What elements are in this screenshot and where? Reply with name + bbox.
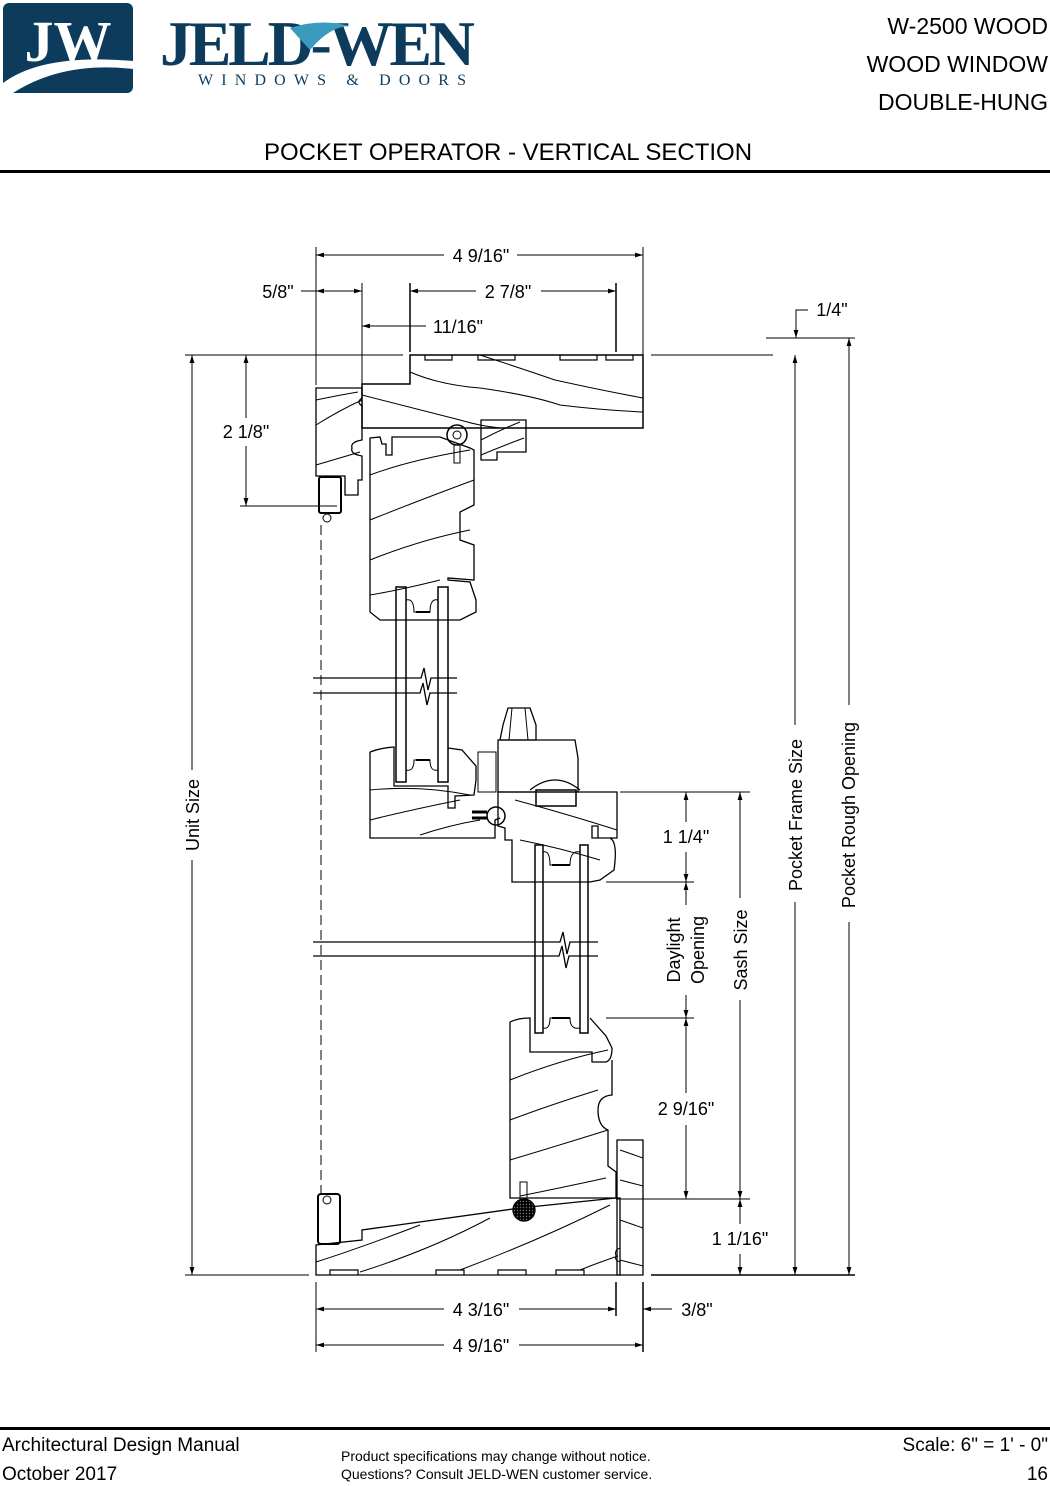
dim-head-height: 2 1/8" [223,422,269,442]
dimension-lines [189,252,852,1348]
upper-sash-top-rail [369,436,477,621]
dim-head-jamb-extension: 1/4" [816,300,847,320]
head-weatherstrip [318,476,342,523]
head-extension [480,419,527,461]
product-series: W-2500 WOOD [887,13,1048,39]
head-jamb [361,354,644,429]
drawing-scale: Scale: 6" = 1' - 0" [902,1435,1048,1456]
page-number: 16 [1026,1464,1048,1485]
manual-title: Architectural Design Manual [2,1435,240,1456]
label-unit-size: Unit Size [183,779,203,851]
notice-line-2: Questions? Consult JELD-WEN customer ser… [341,1466,653,1482]
product-type: WOOD WINDOW [866,51,1048,77]
sash-lock-keeper [472,806,506,826]
monogram-text: JW [25,9,112,74]
dim-bottom-rail-height: 2 9/16" [658,1099,714,1119]
dim-sill-inner-width: 4 3/16" [453,1300,509,1320]
label-pocket-rough-opening: Pocket Rough Opening [839,722,859,908]
label-daylight-opening-line2: Opening [688,916,708,984]
sash-lock [477,707,581,807]
jw-monogram-logo: JW [3,3,133,93]
section-title: POCKET OPERATOR - VERTICAL SECTION [263,139,753,166]
dim-meeting-rail-height: 1 1/4" [663,827,709,847]
dim-sill-extension: 3/8" [681,1300,712,1320]
publication-date: October 2017 [2,1464,118,1485]
product-style: DOUBLE-HUNG [878,89,1048,115]
label-daylight-opening-line1: Daylight [664,917,684,982]
header-rule [0,170,1050,173]
dim-sill-total-width: 4 9/16" [453,1336,509,1356]
balance-pivot [446,424,468,464]
upper-break-line [313,667,457,706]
upper-sash-bottom-rail [369,746,501,839]
footer-rule [0,1427,1050,1430]
sill-weatherstrip [317,1193,341,1245]
dim-head-left-offset: 5/8" [262,282,293,302]
brand-name: JELD-WEN [160,10,475,79]
lower-sash-top-rail [497,791,618,883]
head-stop [315,387,363,496]
dim-head-total-width: 4 9/16" [453,246,509,266]
lower-sash-glazing [534,844,589,1034]
dim-head-mid-offset: 11/16" [433,317,483,337]
pocket-blind-stop [616,1139,644,1276]
sill [315,1197,621,1276]
lower-break-line [313,931,598,969]
notice-line-1: Product specifications may change withou… [341,1448,651,1464]
label-pocket-frame-size: Pocket Frame Size [786,739,806,891]
dim-sill-height: 1 1/16" [712,1229,768,1249]
jeld-wen-wordmark: JELD-WEN WINDOWS & DOORS [160,8,480,90]
sill-bulb-seal [512,1181,536,1222]
dim-head-inner-width: 2 7/8" [485,282,531,302]
label-sash-size: Sash Size [731,909,751,990]
witness-lines [185,247,855,1352]
lower-sash-bottom-rail [509,1017,617,1199]
upper-sash-glazing [395,586,449,783]
